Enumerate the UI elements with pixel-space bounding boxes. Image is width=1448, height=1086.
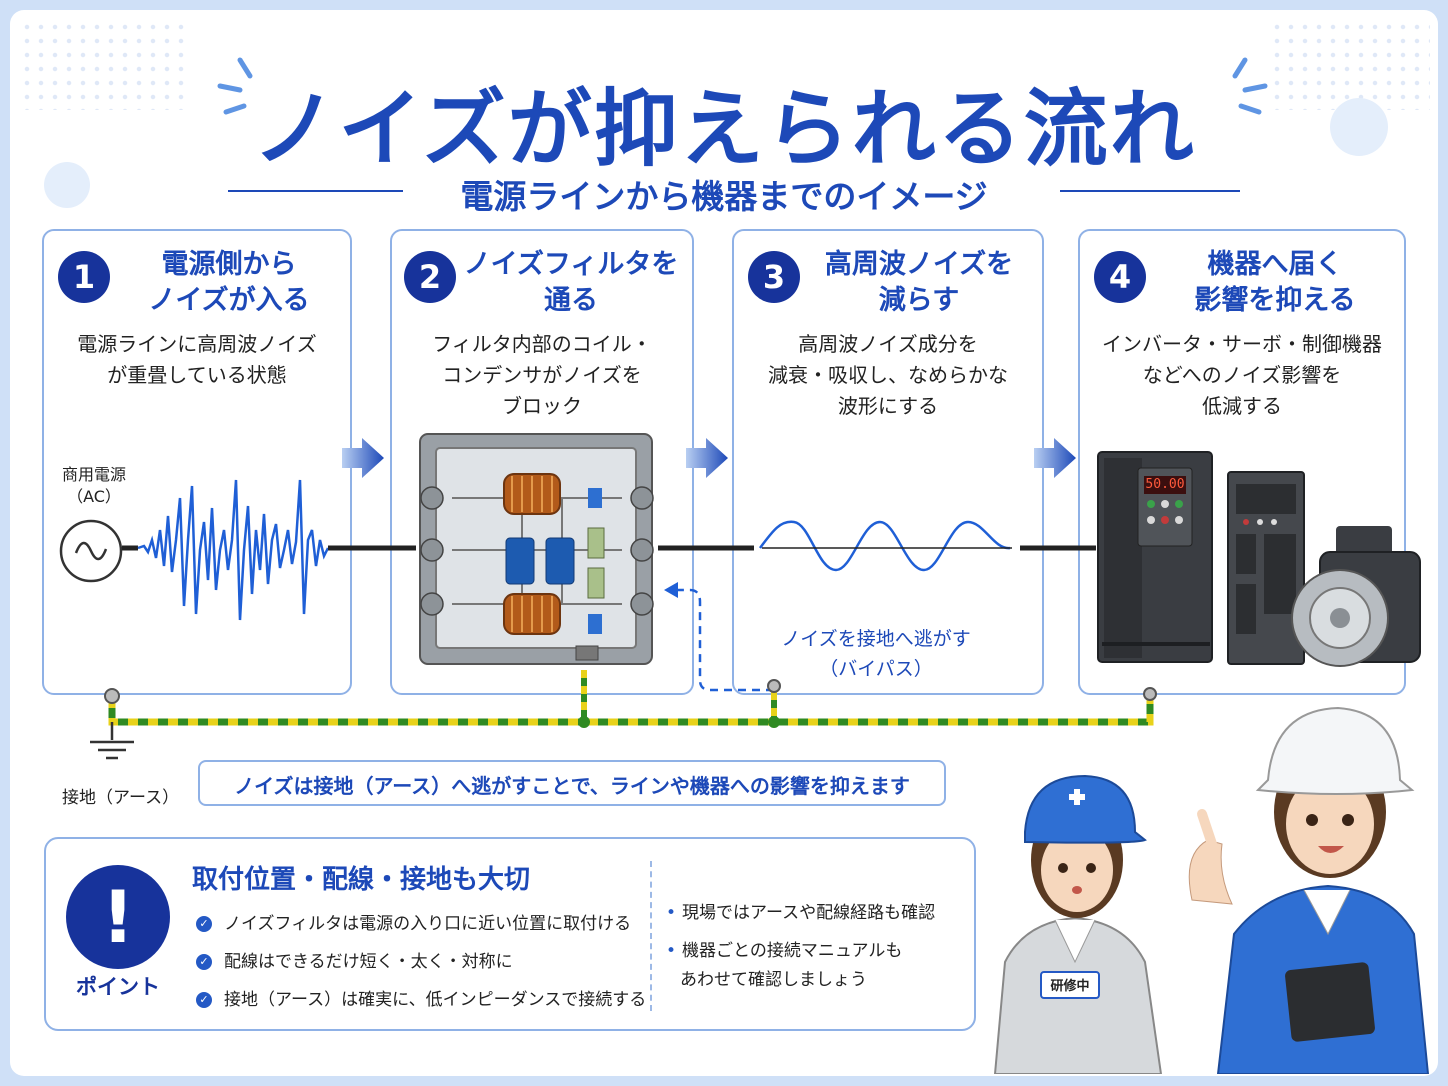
ac-source-icon (59, 519, 123, 583)
point-label: ポイント (76, 975, 160, 999)
trainee-badge: 研修中 (1050, 978, 1089, 994)
earth-wire (104, 670, 1157, 728)
subtitle-rule-left (228, 190, 403, 192)
step-number: 1 (58, 251, 110, 303)
step-title: 電源側から ノイズが入る (148, 249, 310, 316)
step-number: 4 (1094, 251, 1146, 303)
step-number: 3 (748, 251, 800, 303)
smooth-waveform (758, 520, 1011, 572)
flow-arrow-icon (1034, 438, 1076, 478)
servo-motor-icon (1291, 526, 1421, 667)
power-line-diagram (90, 479, 1157, 760)
checklist-item: ✓接地（アース）は確実に、低インピーダンスで接続する (196, 985, 646, 1010)
trainee-character-illustration: 研修中 (993, 774, 1163, 1074)
earth-ground-icon (90, 722, 134, 760)
inverter-display: 50.00 (1145, 477, 1185, 492)
step-description: フィルタ内部のコイル・ コンデンサがノイズを ブロック (432, 332, 652, 418)
servo-amplifier-icon (1227, 471, 1305, 665)
dot-pattern-decoration (1270, 20, 1430, 110)
summary-message: ノイズは接地（アース）へ逃がすことで、ラインや機器への影響を抑えます (234, 774, 910, 798)
inverter-icon (1097, 451, 1213, 663)
step-card-1: 1 電源側から ノイズが入る 電源ラインに高周波ノイズ が重畳している状態 (42, 229, 352, 695)
earth-label: 接地（アース） (62, 788, 180, 808)
check-icon: ✓ (196, 916, 212, 932)
check-icon: ✓ (196, 992, 212, 1008)
step-description: 電源ラインに高周波ノイズ が重畳している状態 (77, 332, 317, 387)
page-subtitle: 電源ラインから機器までのイメージ (460, 177, 988, 216)
step-title: ノイズフィルタを 通る (463, 249, 679, 316)
step-title: 高周波ノイズを 減らす (824, 249, 1014, 316)
step-title: 機器へ届く 影響を抑える (1194, 249, 1356, 316)
check-icon: ✓ (196, 954, 212, 970)
exclamation-icon: ! (66, 865, 170, 969)
bypass-arrowhead-icon (664, 582, 678, 598)
point-note: •機器ごとの接続マニュアルも あわせて確認しましょう (666, 937, 966, 995)
page-title: ノイズが抑えられる流れ (252, 80, 1196, 178)
point-box: ! ポイント 取付位置・配線・接地も大切 ✓ノイズフィルタは電源の入り口に近い位… (44, 837, 976, 1031)
bypass-dashed-path (674, 588, 774, 692)
title-sparkle-left-icon (217, 57, 253, 115)
decoration-circle (44, 162, 90, 208)
bypass-label: ノイズを接地へ逃がす （バイパス） (781, 628, 971, 680)
decoration-circle (1330, 98, 1388, 156)
point-title: 取付位置・配線・接地も大切 (192, 865, 531, 895)
ac-source-label: 商用電源 （AC） (61, 465, 126, 506)
point-note: •現場ではアースや配線経路も確認 (666, 903, 936, 923)
noise-filter-box-icon (419, 433, 654, 665)
instructor-character-illustration (1188, 706, 1430, 1074)
step-card-3: 3 高周波ノイズを 減らす 高周波ノイズ成分を 減衰・吸収し、なめらかな 波形に… (732, 229, 1044, 695)
subtitle-rule-right (1060, 190, 1240, 192)
checklist-item: ✓ノイズフィルタは電源の入り口に近い位置に取付ける (196, 909, 631, 934)
noisy-waveform (137, 479, 330, 621)
bullet-icon: • (666, 903, 677, 923)
step-description: インバータ・サーボ・制御機器 などへのノイズ影響を 低減する (1102, 332, 1382, 418)
step-number: 2 (404, 251, 456, 303)
flow-arrow-icon (342, 438, 384, 478)
flow-arrow-icon (686, 438, 728, 478)
bullet-icon: • (666, 941, 677, 961)
dot-pattern-decoration (20, 20, 190, 110)
checklist-item: ✓配線はできるだけ短く・太く・対称に (196, 947, 513, 972)
point-divider (650, 861, 652, 1011)
step-description: 高周波ノイズ成分を 減衰・吸収し、なめらかな 波形にする (768, 332, 1008, 418)
title-sparkle-right-icon (1232, 57, 1268, 115)
summary-message-box: ノイズは接地（アース）へ逃がすことで、ラインや機器への影響を抑えます (198, 760, 946, 806)
infographic: ノイズが抑えられる流れ 電源ラインから機器までのイメージ 1 電源側から ノイズ… (10, 10, 1438, 1076)
